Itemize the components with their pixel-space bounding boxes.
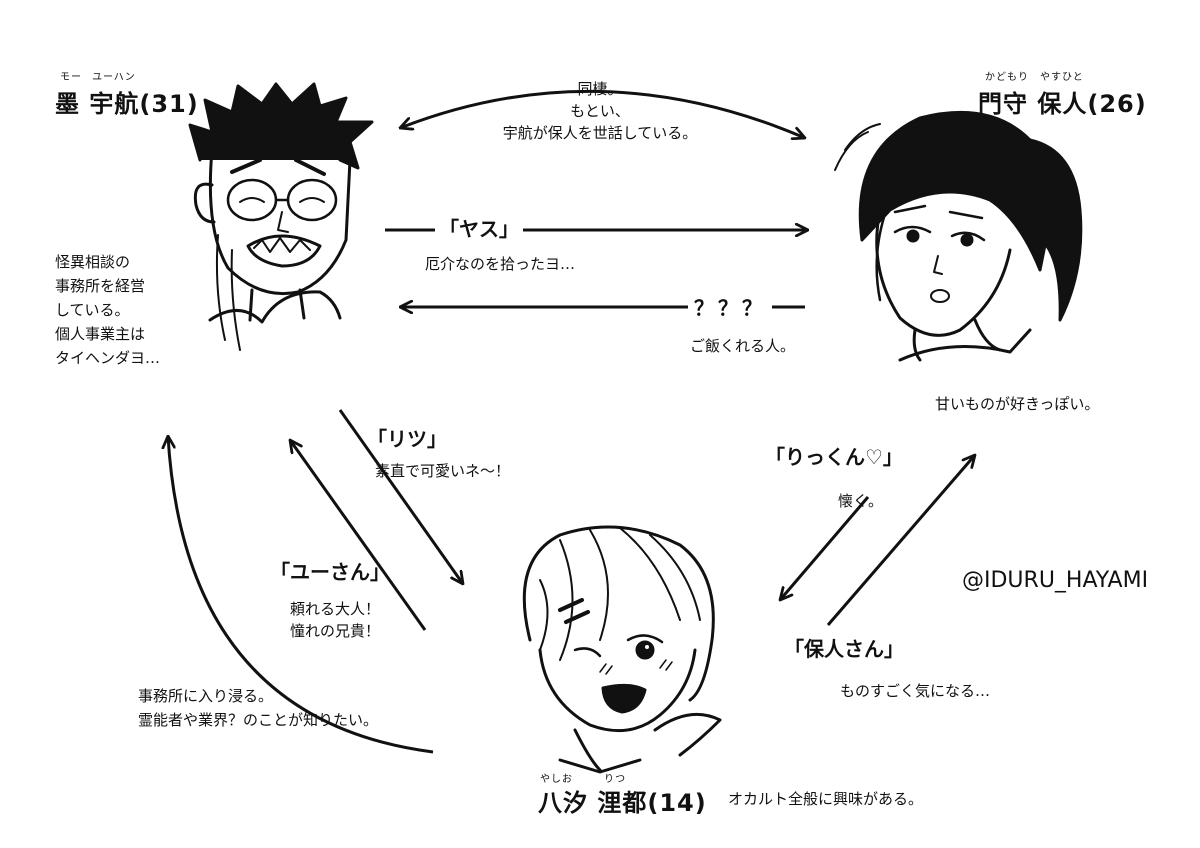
mo-note-line: 事務所を経営 bbox=[55, 277, 146, 295]
arrow-yashio-to-mo bbox=[290, 440, 427, 631]
yashio-name: 八汐 浬都(14) bbox=[538, 789, 707, 817]
arrow-cohabitation bbox=[400, 89, 805, 138]
mo-note: 怪異相談の 事務所を経営 している。 個人事業主は タイヘンダヨ… bbox=[55, 250, 160, 370]
portrait-mo bbox=[188, 82, 374, 351]
desc-ritsu: 素直で可愛いネ～！ bbox=[375, 462, 511, 480]
desc-rikkun: 懐く。 bbox=[838, 492, 884, 510]
desc-yasu: 厄介なのを拾ったヨ… bbox=[425, 255, 576, 273]
desc-yasuhito-san: ものすごく気になる… bbox=[840, 682, 991, 700]
mo-note-line: タイヘンダヨ… bbox=[55, 349, 161, 367]
relation-top-line: もとい、 bbox=[570, 102, 630, 120]
mo-note-line: 個人事業主は bbox=[55, 325, 146, 343]
desc-office-line: 事務所に入り浸る。 bbox=[138, 687, 274, 705]
arrow-yashio-to-office bbox=[168, 436, 434, 754]
desc-yu-san-line: 憧れの兄貴！ bbox=[290, 622, 381, 640]
mo-ruby-family: モー bbox=[60, 72, 82, 83]
arrow-kadomori-to-yashio bbox=[780, 496, 870, 600]
mo-note-line: 怪異相談の bbox=[55, 253, 131, 271]
label-ritsu: 「リツ」 bbox=[367, 427, 447, 451]
label-rikkun: 「りっくん♡」 bbox=[765, 445, 903, 469]
arrow-mo-to-yashio bbox=[338, 409, 463, 584]
desc-office-line: 霊能者や業界？のことが知りたい。 bbox=[138, 711, 379, 729]
kadomori-ruby-family: かどもり bbox=[985, 72, 1029, 83]
relation-top-line: 同棲。 bbox=[577, 80, 623, 98]
yashio-note: オカルト全般に興味がある。 bbox=[728, 790, 924, 808]
mo-ruby-given: ユーハン bbox=[92, 72, 136, 83]
yashio-ruby-given: りつ bbox=[604, 774, 627, 785]
desc-yu-san-line: 頼れる大人！ bbox=[290, 600, 381, 618]
label-yu-san: 「ユーさん」 bbox=[270, 560, 390, 584]
label-question: ？？？ bbox=[688, 292, 772, 321]
label-yasuhito-san: 「保人さん」 bbox=[784, 637, 904, 661]
desc-question: ご飯くれる人。 bbox=[690, 337, 796, 355]
credit-handle: @IDURU_HAYAMI bbox=[962, 568, 1149, 593]
portrait-kadomori bbox=[834, 110, 1083, 362]
portrait-yashio bbox=[522, 525, 722, 774]
desc-office: 事務所に入り浸る。 霊能者や業界？のことが知りたい。 bbox=[138, 684, 378, 732]
mo-note-line: している。 bbox=[55, 301, 130, 319]
kadomori-note: 甘いものが好きっぽい。 bbox=[935, 395, 1100, 413]
mo-name: 墨 宇航(31) bbox=[55, 90, 199, 118]
kadomori-ruby-given: やすひと bbox=[1040, 72, 1084, 83]
yashio-ruby-family: やしお bbox=[540, 774, 573, 785]
label-yasu: 「ヤス」 bbox=[435, 213, 523, 242]
relation-top-text: 同棲。 もとい、 宇航が保人を世話している。 bbox=[470, 78, 730, 144]
desc-yu-san: 頼れる大人！ 憧れの兄貴！ bbox=[290, 598, 380, 642]
kadomori-name: 門守 保人(26) bbox=[978, 90, 1147, 118]
arrow-yashio-to-kadomori bbox=[826, 455, 975, 626]
relation-top-line: 宇航が保人を世話している。 bbox=[502, 124, 698, 142]
